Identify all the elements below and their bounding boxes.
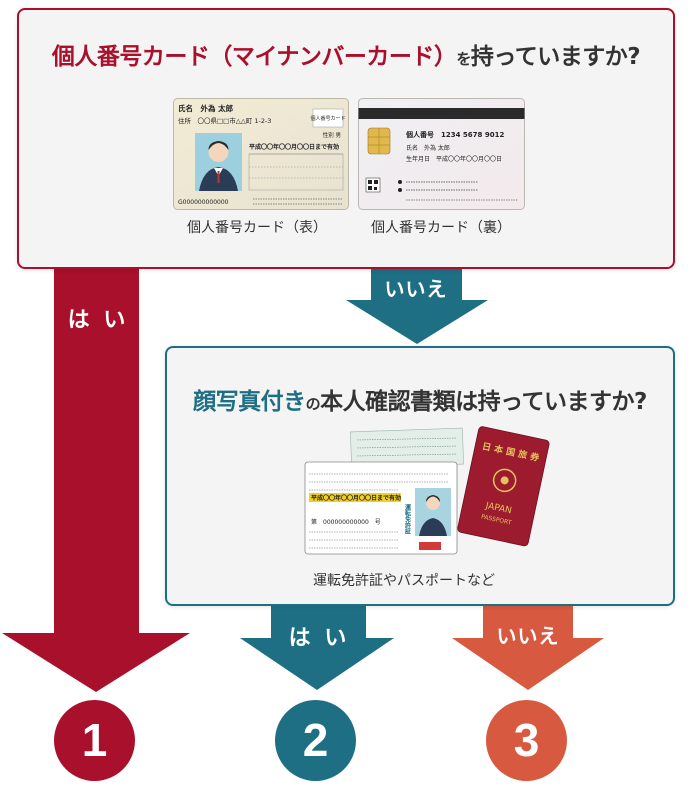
card-front-name: 氏名 外為 太郎 [178,103,234,113]
question-1-title: 個人番号カード（マイナンバーカード）を持っていますか? [19,37,673,71]
result-circle-3: 3 [486,700,567,781]
no-label-2: いいえ [496,624,560,648]
documents-caption: 運転免許証やパスポートなど [313,573,495,589]
question-panel-1: 個人番号カード（マイナンバーカード）を持っていますか? 氏名 外為 太郎 住所 … [17,8,675,269]
card-front-image: 氏名 外為 太郎 住所 〇〇県□□市△△町 1-2-3 個人番号カード 性別 男… [173,98,349,210]
question-1-particle: を [456,50,471,68]
card-front-sex: 性別 男 [323,131,341,139]
card-back-image: 個人番号 1234 5678 9012 氏名 外為 太郎 生年月日 平成〇〇年〇… [358,98,525,210]
yes-arrow-1 [2,260,190,692]
license-validity: 平成〇〇年〇〇月〇〇日まで有効 [311,494,401,502]
id-documents-image: 日本国旅券 JAPAN PASSPORT 平成〇〇年〇〇月〇〇日まで有効 運転免… [304,426,550,555]
license-number: 第 000000000000 号 [311,518,381,526]
question-2-particle: の [305,395,321,413]
card-front-caption: 個人番号カード（表） [187,220,327,236]
yes-label-2: は い [288,626,350,651]
card-back-name: 氏名 外為 太郎 [406,144,450,152]
question-1-rest: 持っていますか? [470,44,641,70]
question-2-rest: 本人確認書類は持っていますか? [320,389,647,415]
no-label-1: いいえ [384,277,448,301]
license-label: 運転免許証 [404,503,411,535]
yes-label-1: は い [67,308,129,333]
no-arrow-1 [346,260,488,344]
card-back-birth: 生年月日 平成〇〇年〇〇月〇〇日 [406,155,502,163]
card-front-serial: G000000000000 [178,199,229,206]
card-back-number: 個人番号 1234 5678 9012 [405,130,504,139]
question-2-highlight: 顔写真付き [193,389,306,415]
card-back-caption: 個人番号カード（裏） [371,220,511,236]
result-circle-2: 2 [275,700,356,781]
question-2-title: 顔写真付きの本人確認書類は持っていますか? [167,382,673,416]
question-panel-2: 顔写真付きの本人確認書類は持っていますか? 日本国旅券 JAPAN PASSPO… [165,346,675,606]
result-circle-1: 1 [54,700,135,781]
yes-arrow-2 [240,598,394,690]
card-front-validity: 平成〇〇年〇〇月〇〇日まで有効 [249,143,339,151]
card-front-badge: 個人番号カード [310,115,345,122]
question-1-highlight: 個人番号カード（マイナンバーカード） [51,44,457,70]
no-arrow-2 [452,598,604,690]
card-front-address: 住所 〇〇県□□市△△町 1-2-3 [178,116,271,125]
